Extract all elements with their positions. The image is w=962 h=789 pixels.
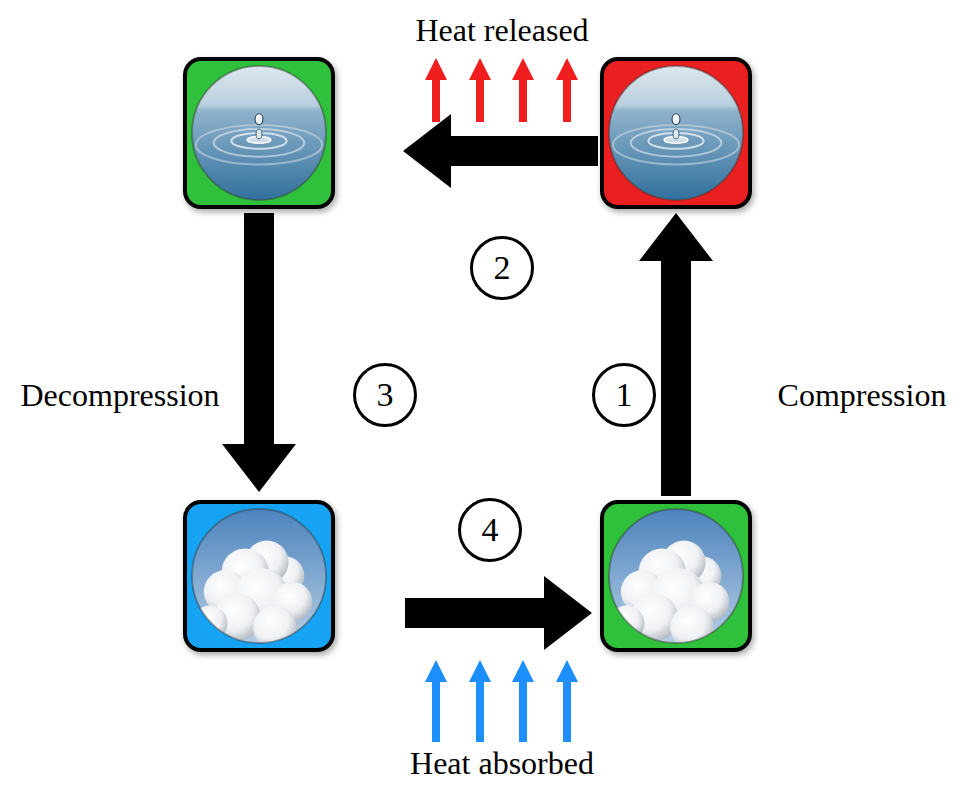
step-number-circle: 3 bbox=[353, 363, 417, 427]
process-arrow bbox=[403, 114, 598, 188]
heat-arrow bbox=[425, 660, 447, 742]
state-box bbox=[600, 57, 752, 209]
cycle-label: Decompression bbox=[20, 377, 219, 414]
callout-number: 1 bbox=[616, 378, 633, 412]
cycle-label: Compression bbox=[778, 377, 947, 414]
heat-arrow bbox=[556, 58, 578, 122]
step-number-circle: 1 bbox=[592, 363, 656, 427]
heat-arrow bbox=[469, 660, 491, 742]
heat-arrow bbox=[425, 58, 447, 122]
cycle-label: Heat released bbox=[415, 12, 588, 49]
state-box bbox=[183, 57, 335, 209]
state-box bbox=[183, 500, 335, 652]
heat-released-arrows bbox=[425, 58, 578, 122]
state-picture bbox=[607, 64, 745, 202]
state-picture bbox=[190, 507, 328, 645]
callout-number: 4 bbox=[482, 513, 499, 547]
heat-arrow bbox=[469, 58, 491, 122]
state-picture bbox=[607, 507, 745, 645]
process-arrow bbox=[222, 213, 296, 492]
step-number-circle: 2 bbox=[470, 236, 534, 300]
heat-absorbed-arrows bbox=[425, 660, 578, 742]
cycle-label: Heat absorbed bbox=[410, 745, 594, 782]
process-arrow bbox=[405, 576, 592, 650]
state-picture bbox=[190, 64, 328, 202]
heat-arrow bbox=[556, 660, 578, 742]
heat-arrow bbox=[512, 58, 534, 122]
state-box bbox=[600, 500, 752, 652]
callout-number: 2 bbox=[494, 251, 511, 285]
step-number-circle: 4 bbox=[458, 498, 522, 562]
callout-number: 3 bbox=[377, 378, 394, 412]
heat-arrow bbox=[512, 660, 534, 742]
process-arrow bbox=[639, 213, 713, 496]
